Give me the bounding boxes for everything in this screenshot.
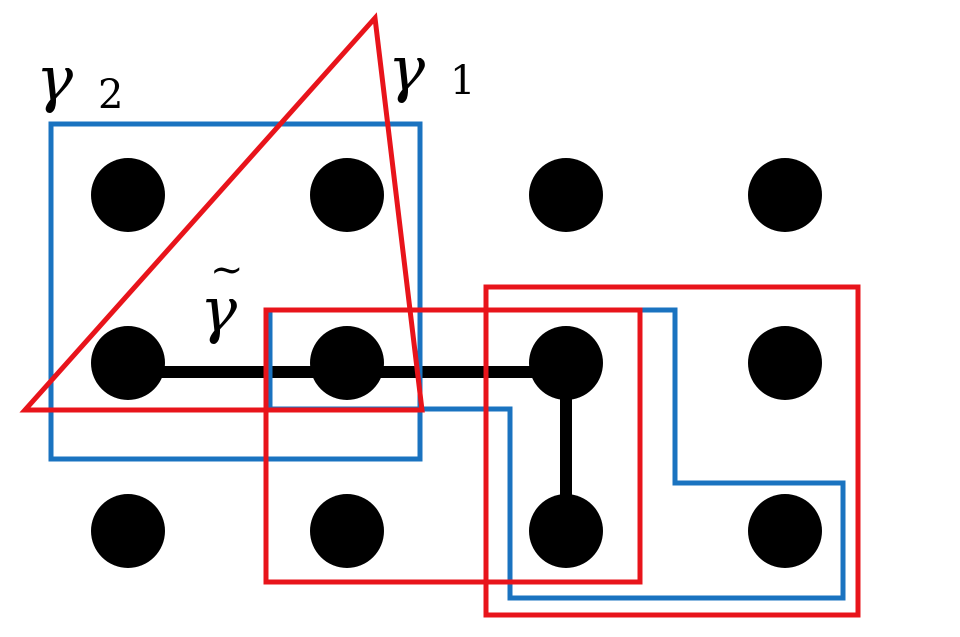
gamma2-subscript: 2 xyxy=(98,72,123,118)
gamma2-symbol: γ xyxy=(36,42,74,115)
gamma1-subscript: 1 xyxy=(450,58,475,104)
gamma2-blue-square xyxy=(48,121,423,462)
lattice-dot-r2-c2 xyxy=(310,326,384,400)
gamma2-label: γ 2 xyxy=(36,42,123,118)
lattice-dot-r2-c1 xyxy=(91,326,165,400)
lattice-dot-r1-c4 xyxy=(748,158,822,232)
tilde-accent: ~ xyxy=(210,247,244,293)
lattice-dot-r3-c1 xyxy=(91,494,165,568)
tilde-gamma-label: γ ~ xyxy=(200,247,244,346)
gamma1-label: γ 1 xyxy=(388,32,475,105)
lattice-dot-r3-c4 xyxy=(748,494,822,568)
lattice-dot-r1-c2 xyxy=(310,158,384,232)
lattice-dots xyxy=(91,158,822,568)
lattice-dot-r3-c3 xyxy=(529,494,603,568)
lattice-dot-r3-c2 xyxy=(310,494,384,568)
lattice-dot-r2-c4 xyxy=(748,326,822,400)
red-right-rectangle xyxy=(483,284,861,618)
lattice-dot-r1-c1 xyxy=(91,158,165,232)
tilde-gamma-symbol: γ xyxy=(200,273,238,346)
red-middle-rectangle xyxy=(263,307,643,585)
lattice-dot-r1-c3 xyxy=(529,158,603,232)
gamma1-symbol: γ xyxy=(388,32,426,105)
lattice-dot-r2-c3 xyxy=(529,326,603,400)
gamma1-red-triangle xyxy=(19,12,425,413)
